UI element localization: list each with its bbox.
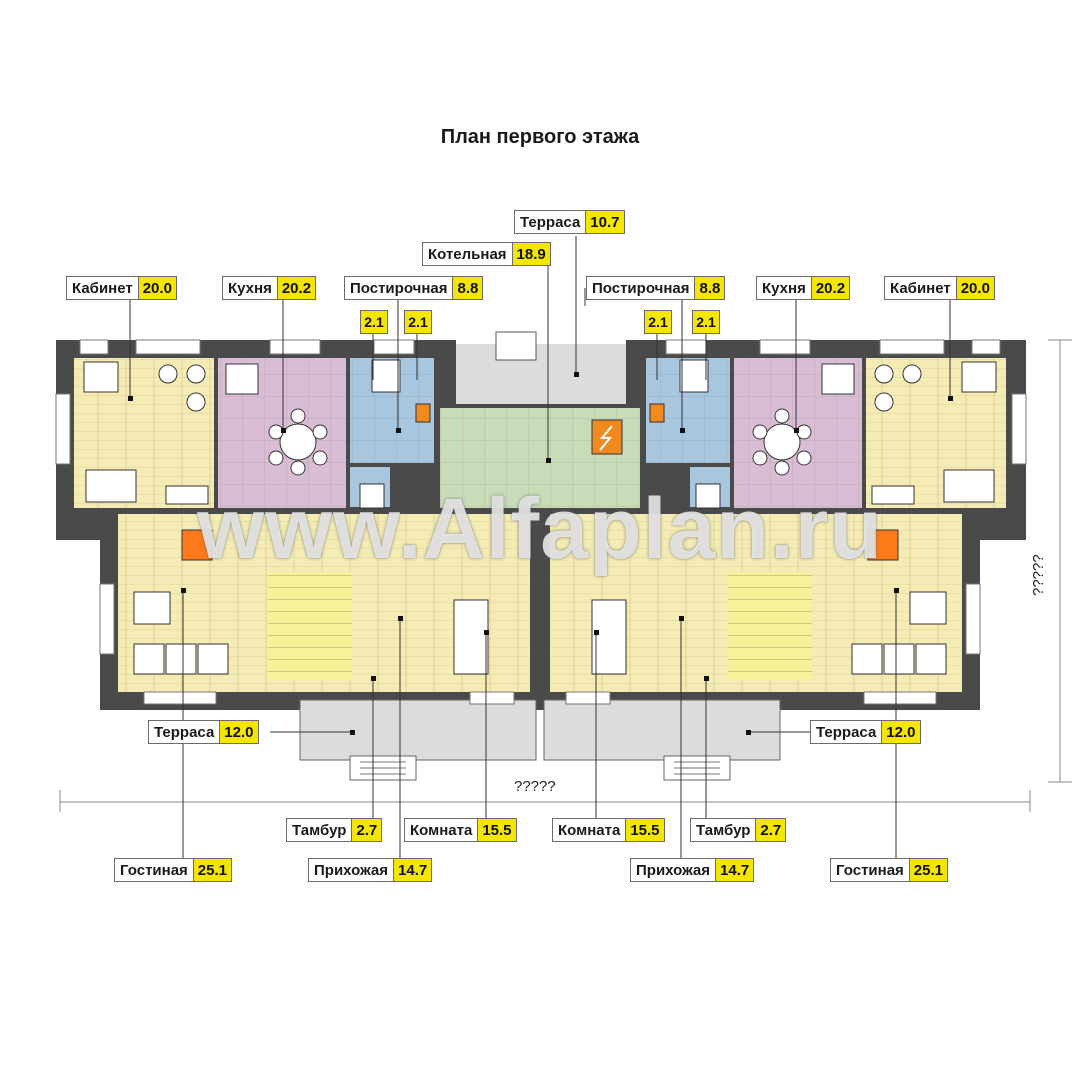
dimension-lines bbox=[59, 339, 1072, 812]
fireplace-right bbox=[867, 529, 899, 561]
bathroom-area-tag: 2.1 bbox=[360, 310, 388, 334]
windows bbox=[55, 339, 1027, 705]
leader-lines bbox=[129, 236, 951, 858]
furniture-left bbox=[83, 359, 489, 675]
bathroom-area-tag: 2.1 bbox=[404, 310, 432, 334]
bathroom-area-tag: 2.1 bbox=[644, 310, 672, 334]
boiler-icon-small-left bbox=[415, 403, 431, 423]
party-wall bbox=[530, 510, 550, 692]
fireplace-left bbox=[181, 529, 213, 561]
width-dimension-label: ????? bbox=[514, 778, 556, 795]
terrace-top-steps bbox=[495, 331, 537, 361]
terraces-bottom bbox=[299, 699, 781, 781]
terrace-top-floor bbox=[456, 344, 626, 404]
boiler-icon-small-right bbox=[649, 403, 665, 423]
furniture-right bbox=[591, 359, 997, 675]
plan-title: План первого этажа bbox=[440, 126, 640, 148]
leader-dots bbox=[128, 372, 953, 735]
bathroom-area-tag: 2.1 bbox=[692, 310, 720, 334]
watermark: www.Alfaplan.ru bbox=[197, 481, 883, 577]
height-dimension-label: ????? bbox=[1030, 554, 1047, 596]
